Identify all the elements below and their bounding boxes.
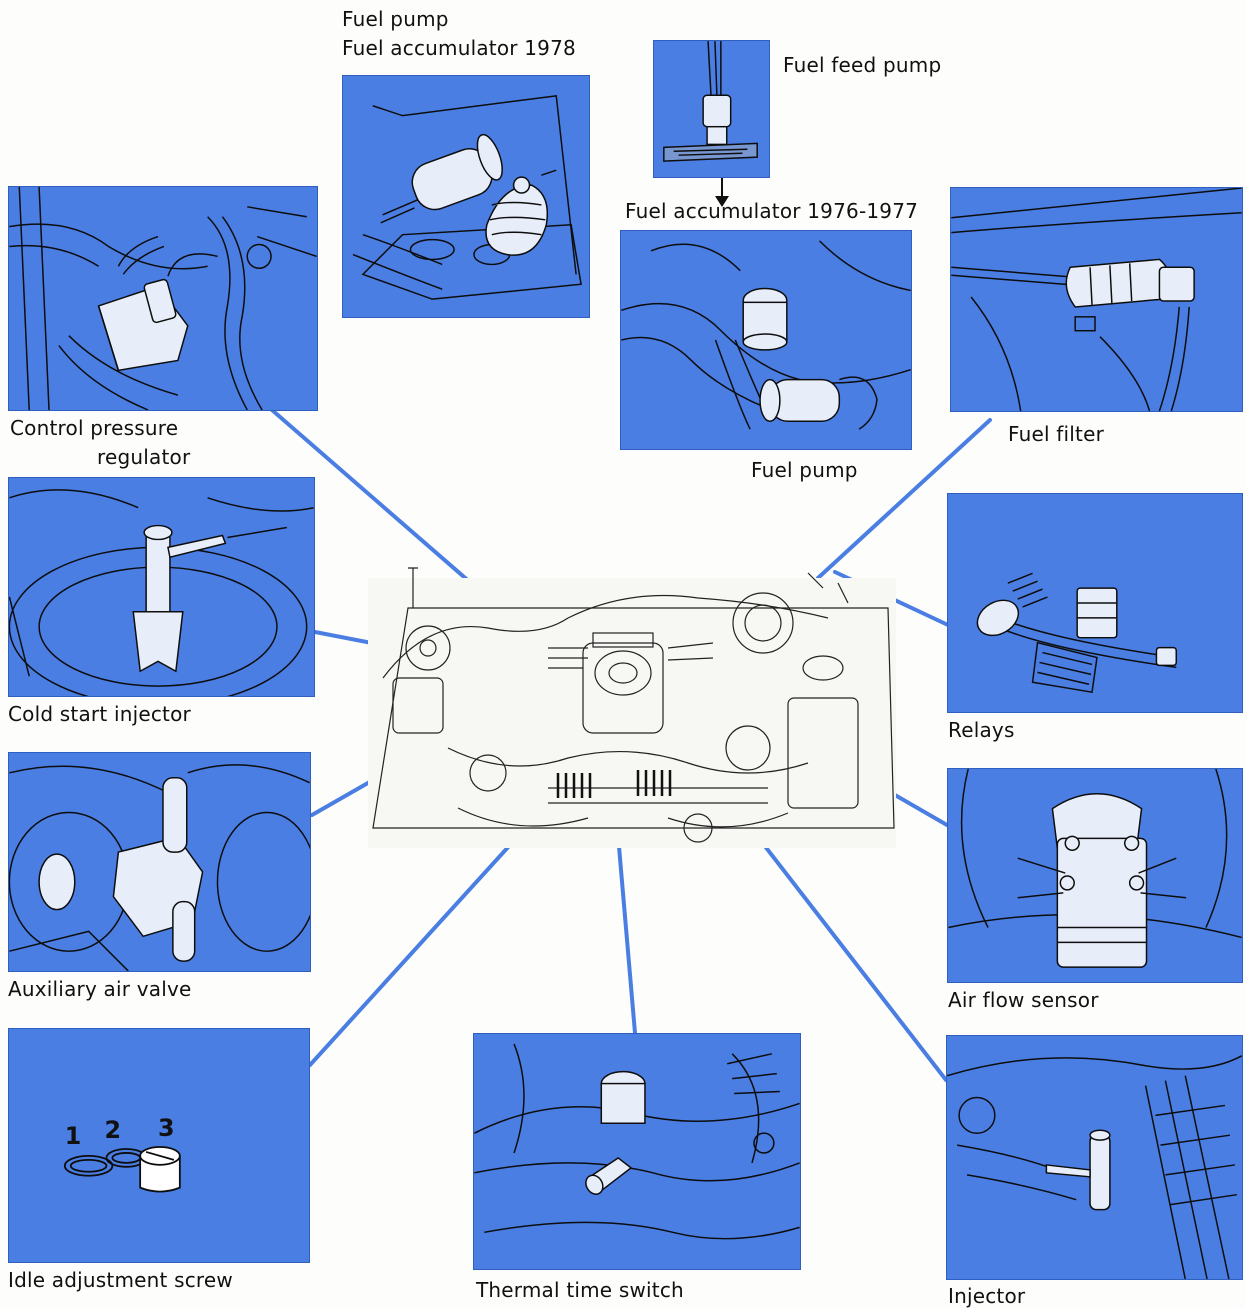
panel-injector — [946, 1035, 1243, 1280]
label-control-pressure: Control pressure — [10, 416, 178, 440]
panel-air-flow-sensor — [947, 768, 1243, 983]
air-flow-sensor-drawing — [948, 769, 1242, 982]
auxiliary-air-valve-drawing — [9, 753, 310, 971]
fuel-filter-drawing — [951, 188, 1242, 411]
label-fuel-pump-1978: Fuel pump — [342, 7, 449, 31]
label-fuel-accumulator-1976-1977: Fuel accumulator 1976-1977 — [625, 199, 918, 223]
fuel-pump-drawing — [621, 231, 911, 449]
label-injector: Injector — [948, 1284, 1025, 1308]
label-cold-start-injector: Cold start injector — [8, 702, 191, 726]
panel-auxiliary-air-valve — [8, 752, 311, 972]
panel-fuel-filter — [950, 187, 1243, 412]
fuel-pump-accumulator-drawing — [343, 76, 589, 317]
idle-screw-number-3: 3 — [158, 1114, 175, 1142]
label-fuel-accumulator-1978: Fuel accumulator 1978 — [342, 36, 576, 60]
engine-bay-illustration — [368, 548, 896, 870]
injector-drawing — [947, 1036, 1242, 1279]
panel-thermal-time-switch — [473, 1033, 801, 1270]
fuel-feed-pump-drawing — [654, 41, 769, 177]
label-thermal-time-switch: Thermal time switch — [476, 1278, 684, 1302]
idle-adjustment-screw-drawing: 1 2 3 — [9, 1029, 309, 1262]
panel-relays — [947, 493, 1243, 713]
label-air-flow-sensor: Air flow sensor — [948, 988, 1099, 1012]
cold-start-injector-drawing — [9, 478, 314, 696]
label-auxiliary-air-valve: Auxiliary air valve — [8, 977, 192, 1001]
idle-screw-number-1: 1 — [65, 1122, 82, 1150]
label-regulator: regulator — [97, 445, 190, 469]
label-fuel-filter: Fuel filter — [1008, 422, 1104, 446]
panel-idle-adjustment-screw: 1 2 3 — [8, 1028, 310, 1263]
label-fuel-feed-pump: Fuel feed pump — [783, 53, 941, 77]
panel-control-pressure-regulator — [8, 186, 318, 411]
label-fuel-pump: Fuel pump — [751, 458, 858, 482]
panel-fuel-pump — [620, 230, 912, 450]
label-relays: Relays — [948, 718, 1015, 742]
control-pressure-regulator-drawing — [9, 187, 317, 410]
panel-fuel-pump-1978 — [342, 75, 590, 318]
relays-drawing — [948, 494, 1242, 712]
panel-cold-start-injector — [8, 477, 315, 697]
idle-screw-number-2: 2 — [104, 1116, 121, 1144]
panel-fuel-feed-pump — [653, 40, 770, 178]
thermal-time-switch-drawing — [474, 1034, 800, 1269]
label-idle-adjustment-screw: Idle adjustment screw — [8, 1268, 233, 1292]
